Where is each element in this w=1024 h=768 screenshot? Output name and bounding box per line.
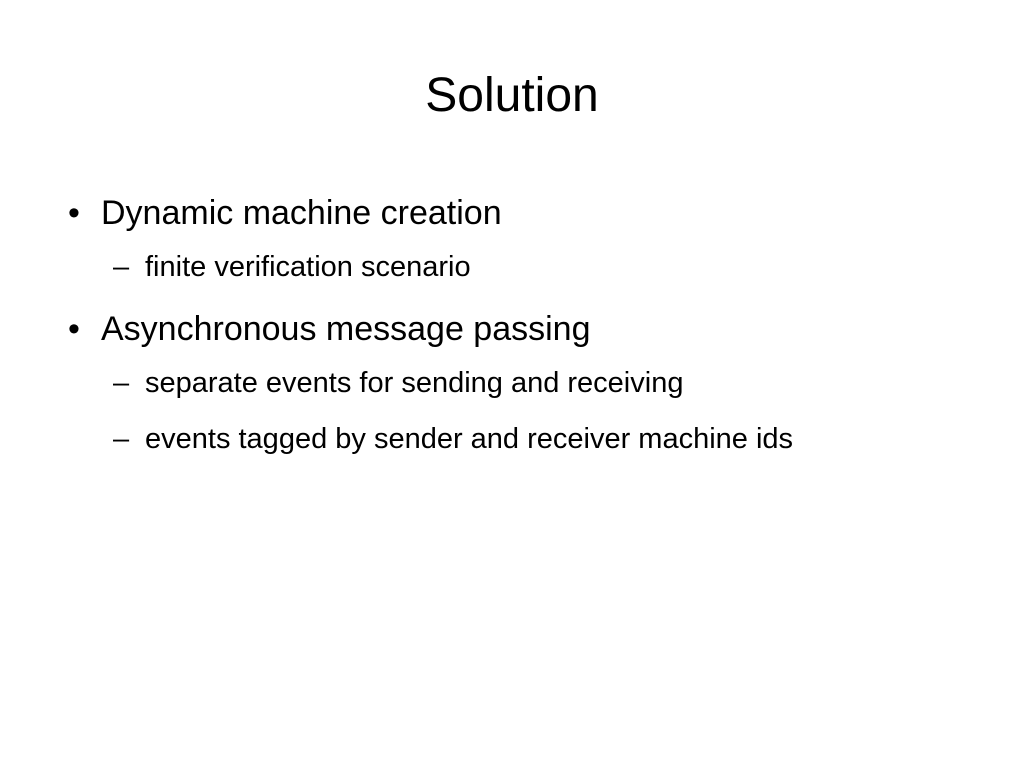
sub-bullet-marker: –: [113, 423, 130, 455]
sub-bullet-text: finite verification scenario: [145, 251, 471, 283]
slide-title: Solution: [425, 69, 599, 122]
bullet-item: • Asynchronous message passing: [58, 302, 978, 356]
bullet-text: Asynchronous message passing: [101, 310, 591, 348]
sub-bullet-item: – events tagged by sender and receiver m…: [58, 416, 978, 462]
sub-bullet-marker: –: [113, 251, 130, 283]
bullet-marker: •: [68, 310, 80, 348]
sub-bullet-item: – finite verification scenario: [58, 244, 978, 290]
bullet-item: • Dynamic machine creation: [58, 186, 978, 240]
sub-bullet-marker: –: [113, 367, 130, 399]
sub-bullet-text: events tagged by sender and receiver mac…: [145, 423, 794, 455]
bullet-marker: •: [68, 194, 80, 232]
bullet-text: Dynamic machine creation: [101, 194, 502, 232]
sub-bullet-text: separate events for sending and receivin…: [145, 367, 684, 399]
sub-bullet-item: – separate events for sending and receiv…: [58, 360, 978, 406]
slide-content: • Dynamic machine creation – finite veri…: [58, 186, 978, 462]
